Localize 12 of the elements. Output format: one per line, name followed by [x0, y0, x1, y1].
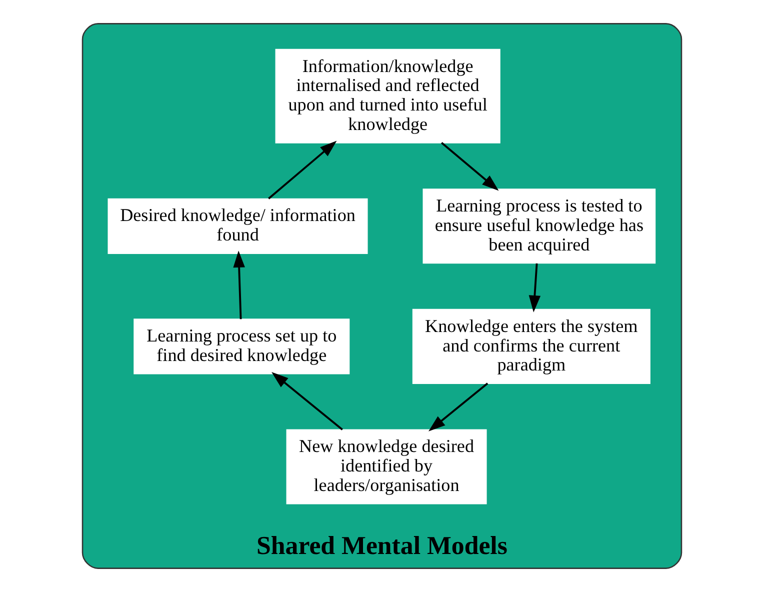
- node-box: Information/knowledge internalised and reflected upon and turned into useful knowledge: [275, 48, 500, 144]
- arrow: [440, 142, 499, 191]
- node-box: Learning process set up to find desired knowledge: [134, 318, 350, 374]
- node-box: Learning process is tested to ensure useful knowledge has been acquired: [422, 188, 656, 264]
- arrow: [268, 140, 337, 200]
- node-box: New knowledge desired identified by leaders/organisation: [286, 429, 487, 504]
- arrow: [233, 250, 245, 320]
- node-box: Desired knowledge/ information found: [108, 198, 368, 254]
- arrow: [528, 263, 541, 312]
- arrow: [428, 382, 488, 432]
- node-box: Knowledge enters the system and confirms the current paradigm: [412, 308, 650, 384]
- arrow: [272, 372, 343, 430]
